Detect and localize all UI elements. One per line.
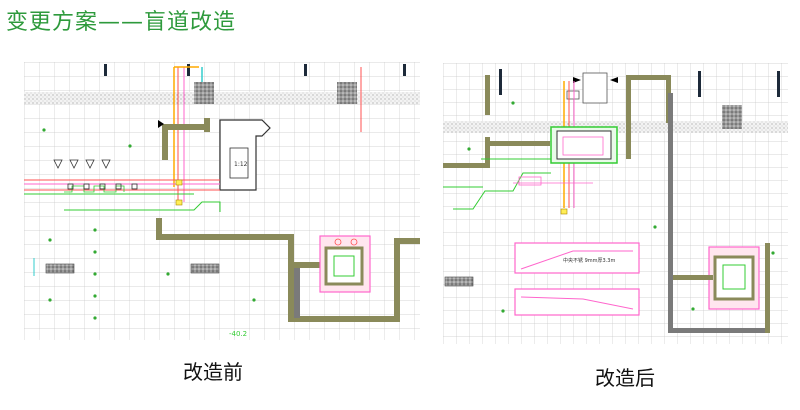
elevator-car (333, 255, 355, 277)
entrance-frame (556, 130, 612, 160)
wall-elevator-connector (673, 275, 713, 280)
tactile-markers (67, 183, 138, 190)
caption-after: 改造后 (595, 366, 655, 390)
wall-stub (204, 118, 210, 132)
bench-left (45, 263, 75, 274)
section-upper-line (520, 250, 633, 270)
small-box (566, 90, 580, 100)
wall-right-vertical (288, 234, 294, 320)
drawing-after: 中央不锈 9mm厚3.3m (443, 63, 788, 344)
wall-top (162, 124, 208, 130)
bench-center (190, 263, 220, 274)
wall-center (626, 75, 631, 159)
wall-lower-horizontal (156, 234, 292, 240)
tactile-path-lines (513, 176, 593, 186)
column-marks (104, 64, 406, 76)
wall-top-right (631, 75, 671, 80)
elevator-car (722, 264, 746, 290)
column-right (337, 82, 357, 104)
column-marks (499, 69, 780, 97)
column-left (194, 82, 214, 104)
section-lower-line (520, 296, 634, 310)
slide-title: 变更方案——盲道改造 (6, 10, 237, 35)
gray-path (668, 93, 673, 333)
elevator-frame (713, 255, 755, 301)
caption-before: 改造前 (183, 360, 243, 384)
ramp-lines (443, 158, 551, 210)
ramp-label: 1:12 (234, 161, 248, 168)
elevator-frame (324, 246, 364, 286)
yellow-marker-2 (175, 199, 183, 206)
arrow-right-icon (573, 77, 581, 83)
entrance-box (582, 72, 608, 104)
cad-plan-before: 1:12 (24, 62, 420, 340)
marker-circle-1 (334, 238, 342, 246)
wall-bottom (288, 316, 400, 322)
wall-right-edge (394, 238, 400, 322)
warning-triangles (53, 159, 111, 169)
entrance-inner (562, 136, 604, 156)
arrow-left-icon (610, 77, 618, 83)
section-lower (514, 288, 640, 316)
column-right (722, 105, 742, 129)
yellow-marker (560, 208, 568, 215)
drawing-before: 1:12 (24, 62, 420, 340)
entrance-ramp (219, 119, 271, 191)
gray-path-bottom (668, 328, 768, 333)
wall-connector (490, 141, 550, 146)
wall-top-left (485, 75, 490, 115)
grid (24, 62, 420, 340)
tree-markers (467, 101, 775, 313)
tree-markers (42, 128, 256, 320)
wall-mid-left (485, 137, 490, 167)
planting-strip (24, 92, 420, 104)
wall-right-top (394, 238, 420, 244)
section-upper (514, 242, 640, 274)
ramp-inner (229, 147, 249, 179)
elevation-label: -40.2 (229, 330, 247, 338)
wall-lower-vertical (156, 218, 162, 236)
gray-wall (294, 268, 300, 318)
tactile-path-lines (24, 179, 221, 212)
bench-left (444, 276, 474, 287)
marker-circle-2 (350, 238, 358, 246)
wall-right-edge (765, 243, 770, 333)
wall-vertical-top (162, 124, 168, 160)
yellow-marker (175, 179, 183, 186)
cad-plan-after: 中央不锈 9mm厚3.3m (443, 63, 788, 344)
section-label: 中央不锈 9mm厚3.3m (563, 257, 615, 264)
wall-step (294, 262, 320, 268)
arrow-marker-icon (158, 120, 164, 128)
wall-left-horizontal (443, 163, 490, 168)
